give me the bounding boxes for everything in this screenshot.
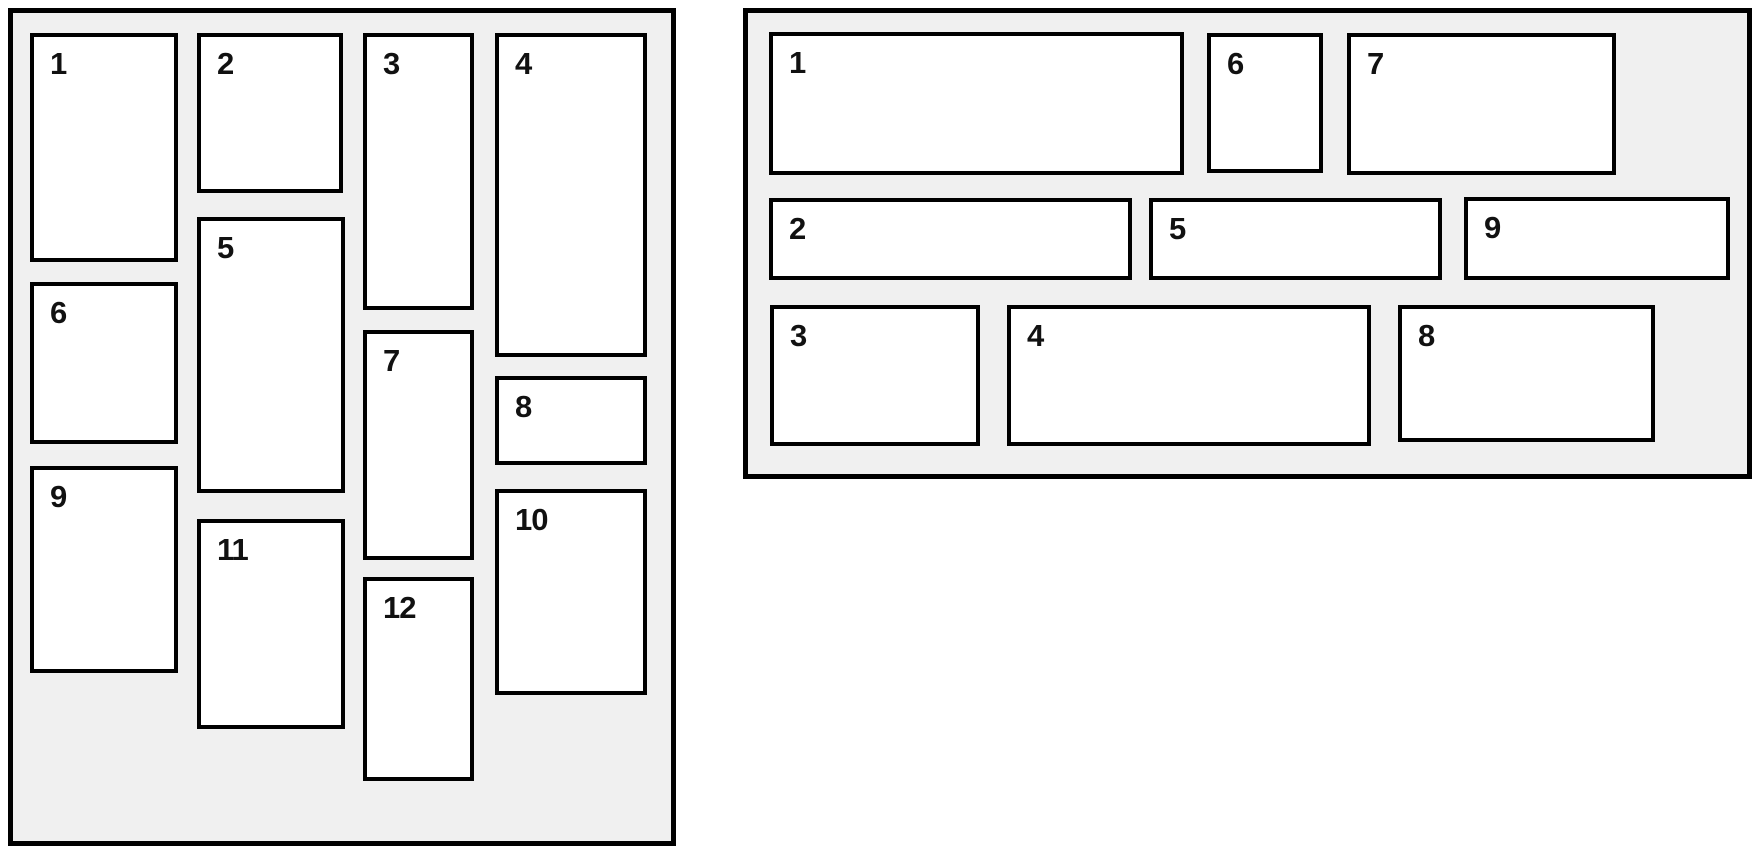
item-number-label: 6: [50, 295, 67, 330]
item-number-label: 7: [383, 343, 400, 378]
item-number-label: 8: [515, 389, 532, 424]
item-number-label: 2: [789, 211, 806, 246]
masonry-item-columns-1: 1: [30, 33, 178, 262]
masonry-item-rows-1: 1: [769, 32, 1184, 175]
item-number-label: 7: [1367, 46, 1384, 81]
masonry-item-columns-12: 12: [363, 577, 474, 781]
masonry-item-columns-6: 6: [30, 282, 178, 444]
masonry-item-rows-8: 8: [1398, 305, 1655, 442]
masonry-item-columns-3: 3: [363, 33, 474, 310]
item-number-label: 4: [515, 46, 532, 81]
masonry-item-columns-2: 2: [197, 33, 343, 193]
masonry-item-rows-9: 9: [1464, 197, 1730, 280]
masonry-item-columns-7: 7: [363, 330, 474, 560]
masonry-item-rows-4: 4: [1007, 305, 1371, 446]
masonry-item-columns-4: 4: [495, 33, 647, 357]
masonry-item-rows-2: 2: [769, 198, 1132, 280]
item-number-label: 4: [1027, 318, 1044, 353]
item-number-label: 5: [217, 230, 234, 265]
item-number-label: 6: [1227, 46, 1244, 81]
masonry-item-rows-5: 5: [1149, 198, 1442, 280]
item-number-label: 12: [383, 590, 416, 625]
item-number-label: 9: [50, 479, 67, 514]
masonry-item-rows-6: 6: [1207, 33, 1323, 173]
item-number-label: 8: [1418, 318, 1435, 353]
masonry-item-rows-3: 3: [770, 305, 980, 446]
item-number-label: 11: [217, 532, 249, 567]
masonry-item-columns-11: 11: [197, 519, 345, 729]
masonry-item-columns-5: 5: [197, 217, 345, 493]
masonry-item-rows-7: 7: [1347, 33, 1616, 175]
item-number-label: 1: [50, 46, 67, 81]
item-number-label: 5: [1169, 211, 1186, 246]
masonry-item-columns-9: 9: [30, 466, 178, 673]
masonry-item-columns-8: 8: [495, 376, 647, 465]
item-number-label: 9: [1484, 210, 1501, 245]
item-number-label: 3: [790, 318, 807, 353]
item-number-label: 2: [217, 46, 234, 81]
item-number-label: 3: [383, 46, 400, 81]
item-number-label: 10: [515, 502, 548, 537]
masonry-item-columns-10: 10: [495, 489, 647, 695]
item-number-label: 1: [789, 45, 806, 80]
masonry-rows-panel: 1 2 3 4 5 6 7 8 9: [743, 8, 1752, 479]
